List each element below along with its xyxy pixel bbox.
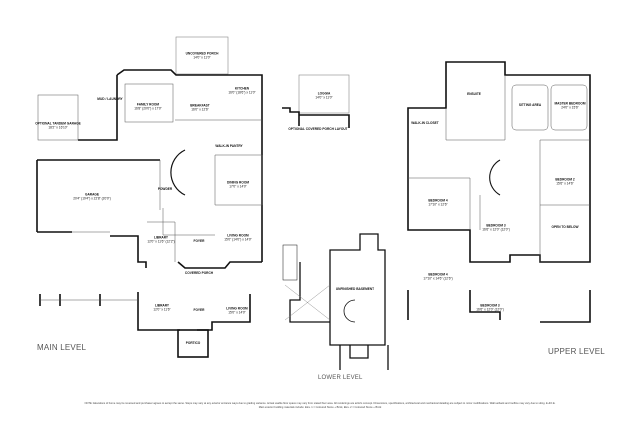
footnote-line-2: Main exterior building materials include…	[258, 405, 382, 409]
room-powder: POWDER	[157, 187, 173, 192]
alt-foyer: FOYER	[193, 308, 205, 313]
room-open-to-below: OPEN TO BELOW	[551, 225, 579, 230]
room-walk-in-pantry: WALK-IN PANTRY	[215, 144, 243, 149]
upper-level-title: UPPER LEVEL	[548, 347, 605, 356]
main-level-title: MAIN LEVEL	[37, 343, 87, 352]
room-sitting-area: SITTING AREA	[518, 103, 542, 108]
room-walk-in-closet: WALK-IN CLOSET	[411, 121, 439, 126]
room-foyer: FOYER	[193, 239, 205, 244]
footnote: NOTE: Elevations of home may be reversed…	[80, 402, 560, 409]
upper-level-walls	[407, 61, 591, 323]
room-mud-laundry: MUD / LAUNDRY	[97, 97, 123, 102]
upper-level-interior	[408, 75, 590, 262]
room-unfinished-basement: UNFINISHED BASEMENT	[335, 287, 375, 292]
main-level-interior	[37, 83, 263, 301]
lower-level-title: LOWER LEVEL	[318, 375, 363, 381]
room-covered-porch: COVERED PORCH	[184, 271, 214, 276]
room-ensuite: ENSUITE	[467, 92, 481, 97]
loggia-caption: OPTIONAL COVERED PORCH LAYOUT	[288, 127, 348, 132]
footnote-line-1: NOTE: Elevations of home may be reversed…	[84, 402, 556, 405]
alt-portico: PORTICO	[185, 341, 201, 346]
lower-level-walls	[282, 233, 389, 370]
loggia-walls	[282, 74, 350, 128]
